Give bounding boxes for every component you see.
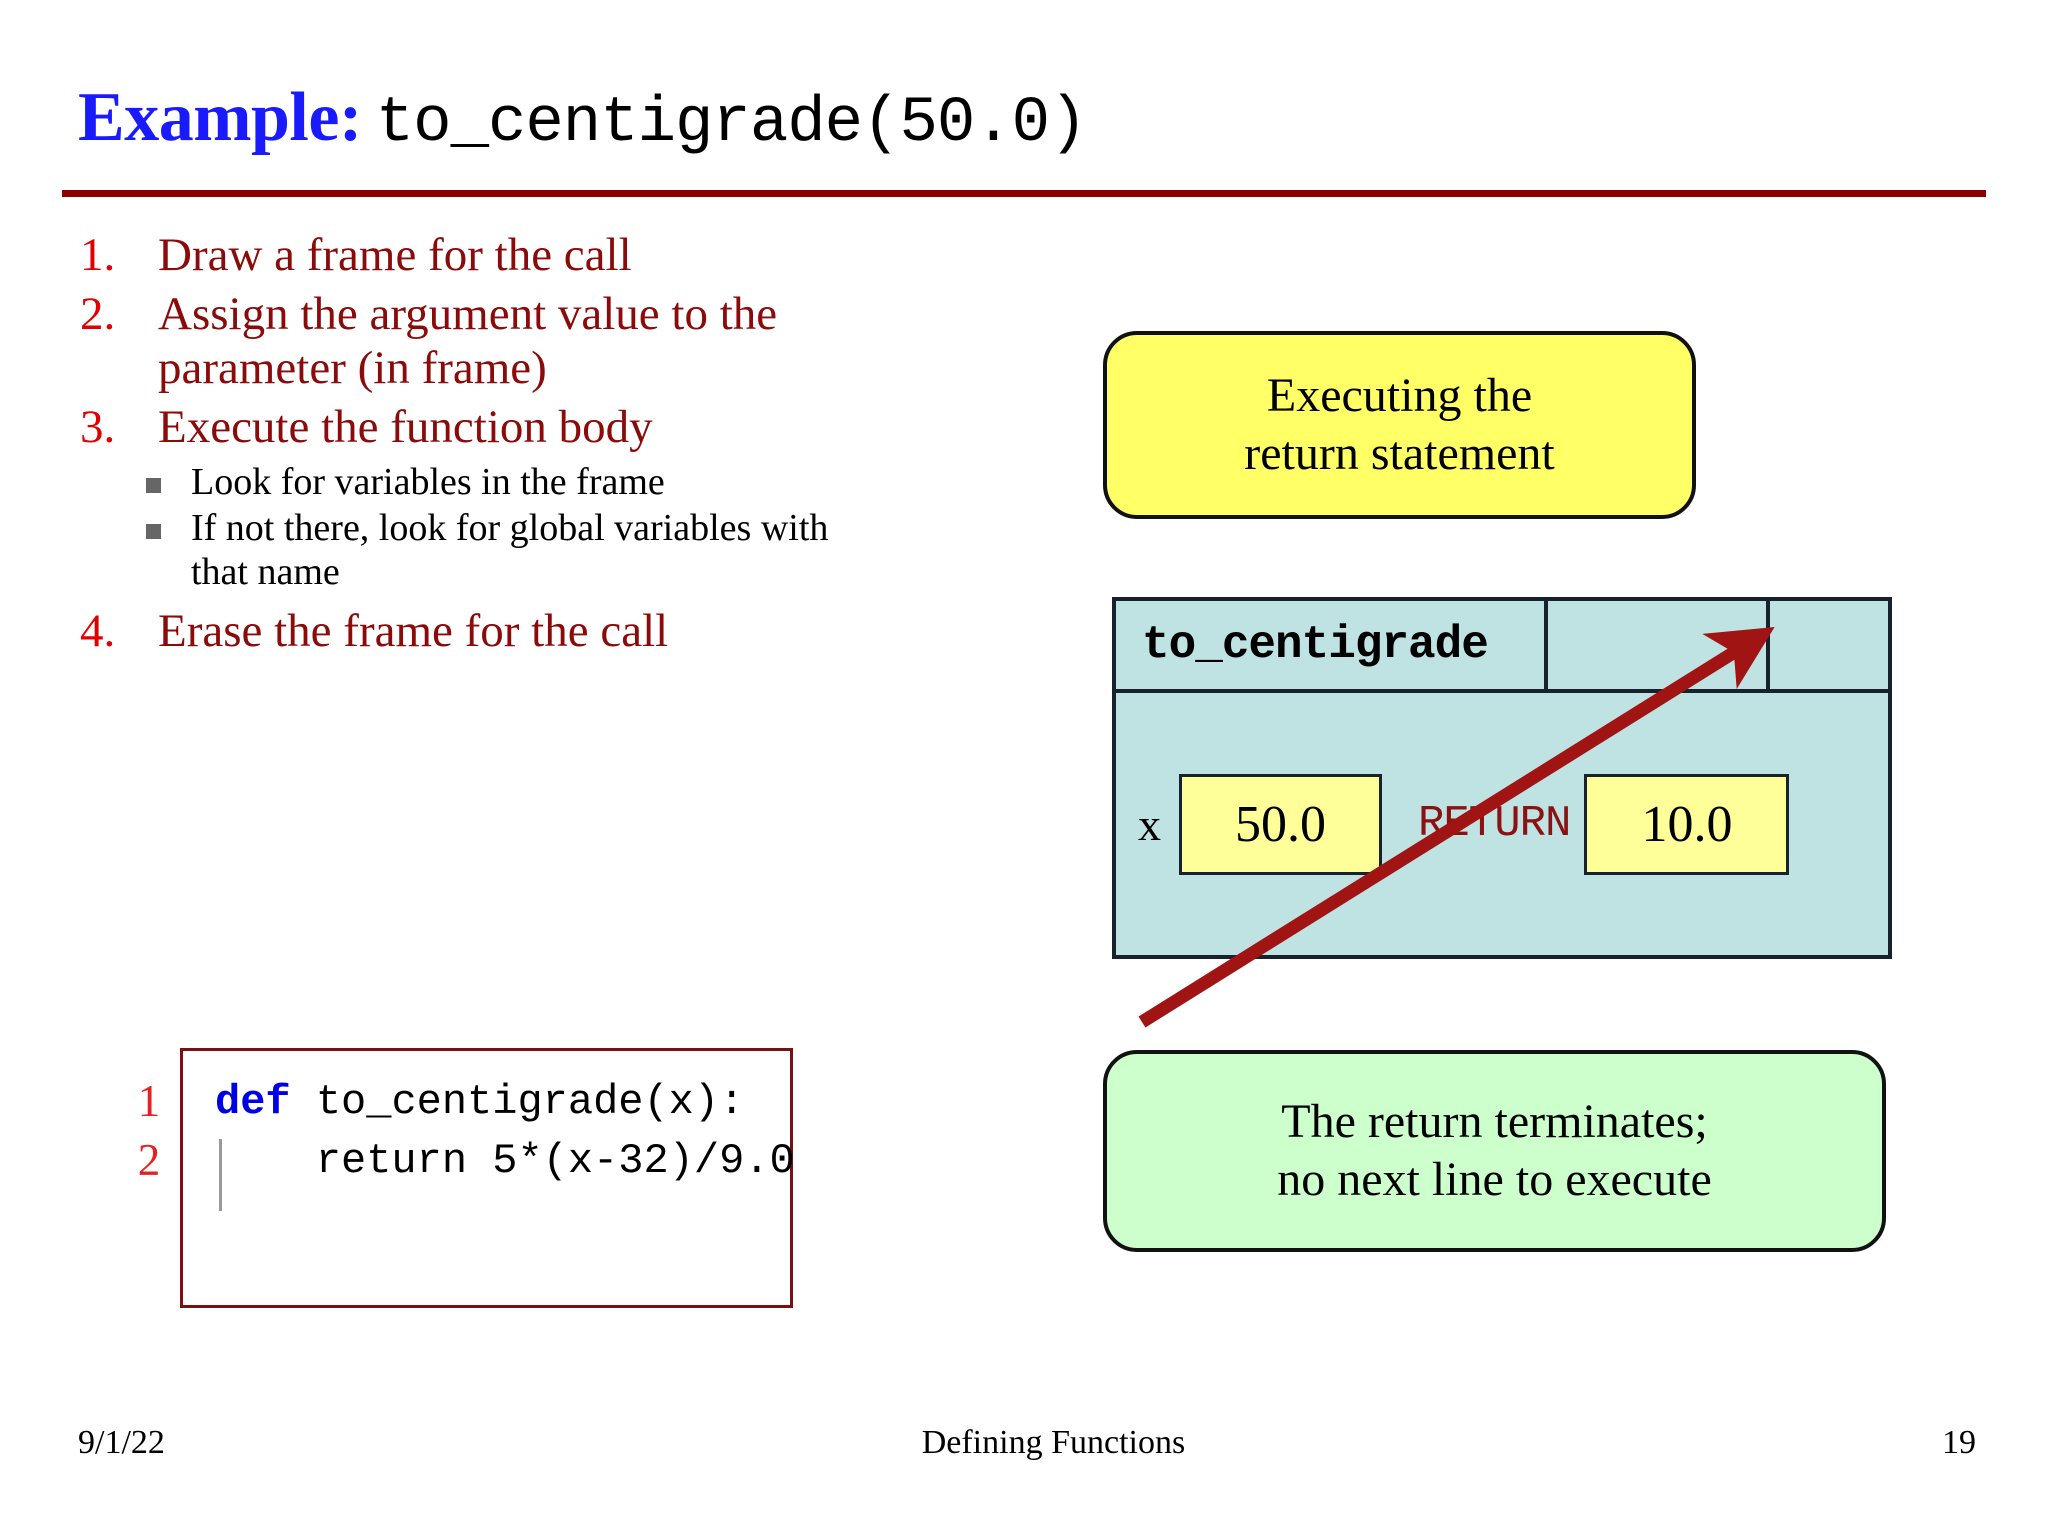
code-line-numbers: 1 2 [118,1048,180,1189]
code-line-number: 1 [137,1076,161,1126]
step-number: 4. [80,605,116,658]
list-item: Look for variables in the frame [146,460,838,504]
list-item: If not there, look for global variables … [146,506,838,594]
step-number: 3. [80,400,116,453]
footer-date: 9/1/22 [78,1424,165,1461]
page-title: Example:to_centigrade(50.0) [78,78,1088,160]
step-number: 1. [80,229,116,281]
frame-name-cell: to_centigrade [1116,601,1548,693]
sub-step-text: Look for variables in the frame [191,461,665,504]
callout-line-2: return statement [1244,427,1555,480]
code-line-rest: return 5*(x-32)/9.0 [215,1136,795,1185]
code-line-rest: to_centigrade(x): [290,1078,745,1126]
call-frame-diagram: to_centigrade x 50.0 RETURN 10.0 [1112,597,1892,959]
frame-variable-label: x [1138,798,1161,850]
callout-line-1: Executing the [1266,369,1533,423]
frame-return-label: RETURN [1418,799,1571,849]
footer-page-number: 19 [1941,1424,1976,1461]
footer-title: Defining Functions [921,1424,1186,1461]
title-function-call: to_centigrade(50.0) [375,88,1088,160]
list-item: 1. Draw a frame for the call [78,228,838,283]
step-text: Assign the argument value to the paramet… [158,287,778,395]
square-bullet-icon [146,506,191,540]
callout-return-terminates: The return terminates; no next line to e… [1103,1050,1886,1252]
frame-function-name: to_centigrade [1142,619,1489,671]
frame-variable-value: 50.0 [1179,773,1382,875]
frame-line-counter-cell [1770,601,1888,693]
callout-executing-return: Executing the return statement [1103,331,1696,519]
sub-step-text: If not there, look for global variables … [191,507,829,594]
step-text: Erase the frame for the call [158,605,669,658]
callout-line-1: The return terminates; [1281,1095,1708,1149]
list-item: 4. Erase the frame for the call [78,604,838,659]
indent-guide [219,1139,222,1211]
sub-list: Look for variables in the frame If not t… [146,460,838,594]
title-divider [62,190,1986,197]
code-line: def to_centigrade(x): [215,1073,790,1132]
code-line: return 5*(x-32)/9.0 [215,1132,795,1191]
title-prefix: Example: [78,79,362,156]
step-number: 2. [80,287,116,340]
step-text: Execute the function body [158,400,653,453]
code-frame: def to_centigrade(x): return 5*(x-32)/9.… [180,1048,795,1308]
list-item: 3. Execute the function body [78,400,838,455]
frame-return-value: 10.0 [1584,773,1790,875]
steps-list: 1. Draw a frame for the call 2. Assign t… [78,228,838,663]
list-item: 2. Assign the argument value to the para… [78,287,838,396]
frame-middle-cell [1548,601,1770,693]
step-text: Draw a frame for the call [158,229,632,281]
footer: 9/1/22 Defining Functions 19 [78,1424,1976,1462]
callout-line-2: no next line to execute [1277,1153,1712,1206]
square-bullet-icon [146,460,191,494]
frame-header-row: to_centigrade [1116,601,1888,693]
code-line-number: 2 [137,1134,161,1185]
code-keyword-def: def [215,1078,291,1126]
frame-body-row: x 50.0 RETURN 10.0 [1116,693,1888,955]
code-block: 1 2 def to_centigrade(x): return 5*(x-32… [118,1048,795,1308]
